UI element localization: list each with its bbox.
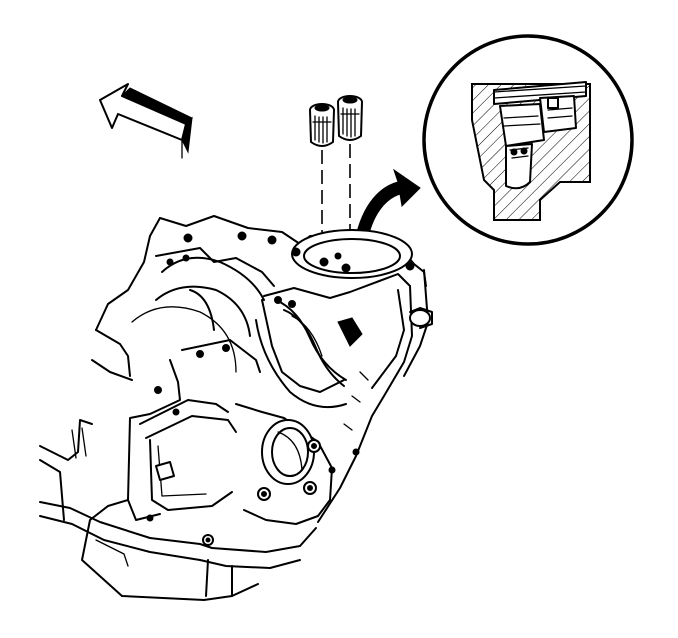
engine-block <box>39 215 433 601</box>
lifter-part-right <box>337 95 363 141</box>
cutaway-detail-view <box>422 34 634 246</box>
lifter-part-left <box>309 103 335 147</box>
curved-callout-arrow-icon <box>353 168 421 249</box>
front-direction-arrow-icon <box>99 83 193 159</box>
